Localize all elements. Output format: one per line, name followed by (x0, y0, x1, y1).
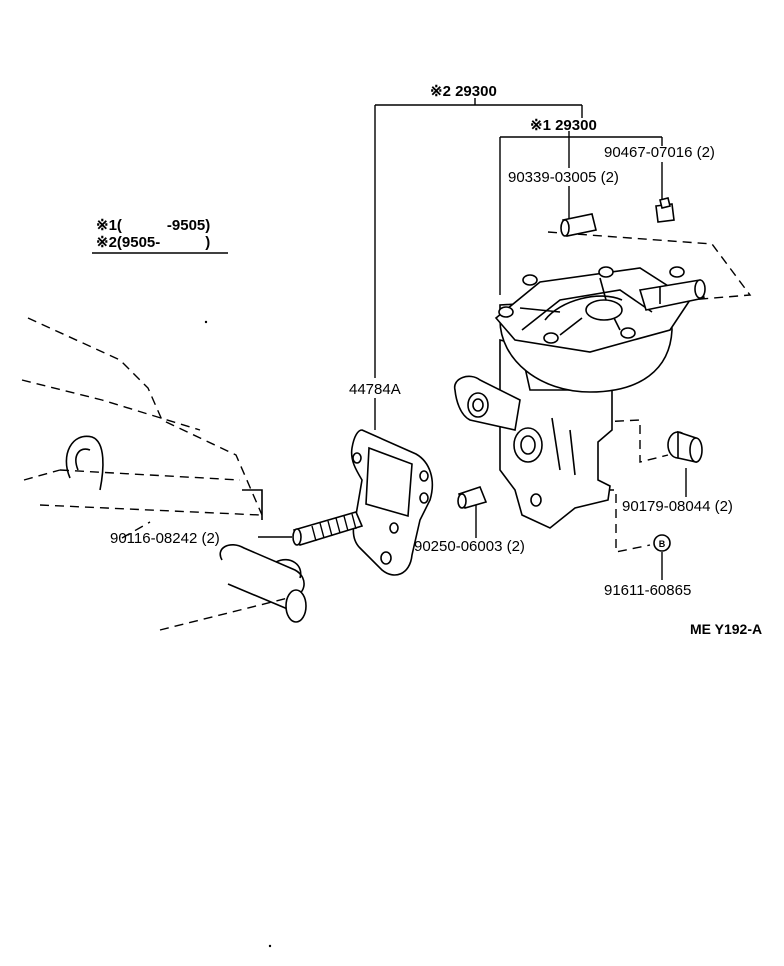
gasket-44784A (350, 429, 434, 576)
assembly-label-2: ※2 29300 (430, 83, 497, 100)
callout-seal-sleeve: 90339-03005 (2) (508, 169, 619, 186)
assembly-label-1: ※1 29300 (530, 117, 597, 134)
dashed-reference-lines (21, 231, 752, 631)
engine-block (65, 435, 307, 623)
callout-plug: 90179-08044 (2) (622, 498, 733, 515)
stud-90116-08242 (292, 511, 364, 546)
svg-text:B: B (659, 539, 666, 549)
diagram-code: ME Y192-A (690, 621, 762, 637)
callout-stud: 90116-08242 (2) (110, 530, 220, 547)
callout-gasket: 44784A (349, 381, 401, 398)
legend-row-1: ※1( -9505) (96, 217, 210, 234)
callout-nut: 91611-60865 (604, 582, 691, 599)
legend: ※1( -9505) ※2(9505- ) (92, 217, 228, 254)
callout-pin: 90250-06003 (2) (414, 538, 525, 555)
legend-row-2: ※2(9505- ) (96, 234, 210, 251)
scan-speck (204, 320, 208, 324)
vacuum-pump-assembly (454, 266, 706, 529)
plug-90179-08044 (667, 430, 703, 463)
scan-speck (268, 944, 272, 948)
nut-91611-60865: B (653, 534, 671, 552)
callout-screw: 90467-07016 (2) (604, 144, 715, 161)
assembly-bracket-lines (258, 98, 687, 580)
screw-90467-07016 (655, 197, 675, 223)
pin-90250-06003 (457, 486, 488, 509)
seal-sleeve-90339-03005 (560, 213, 597, 237)
